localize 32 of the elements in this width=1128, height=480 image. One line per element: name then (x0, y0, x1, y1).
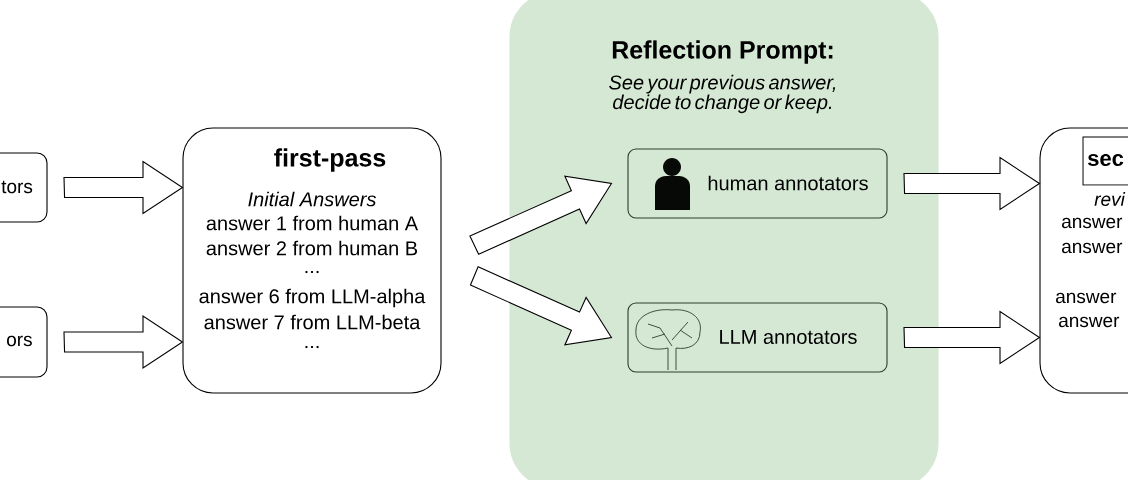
answer-box (1039, 127, 1128, 394)
text-line: answer (1062, 242, 1123, 254)
block-arrow (63, 160, 184, 215)
text-line: answer 1 from human A (206, 215, 419, 231)
text-line: ors (7, 335, 32, 347)
annotator-box (627, 148, 888, 219)
text-line: answer 7 from LLM-beta (204, 314, 421, 330)
text-line: answer (1056, 292, 1117, 304)
heading: Reflection Prompt: (612, 40, 833, 64)
text-line: answer 6 from LLM-alpha (199, 288, 426, 308)
annotator-box (627, 302, 888, 373)
block-arrow (903, 156, 1041, 211)
block-arrow (903, 310, 1041, 365)
subheading: Initial Answers (248, 191, 376, 207)
block-arrow (469, 266, 613, 346)
text-line: answer 2 from human B (206, 240, 418, 256)
text-line: ... (305, 345, 319, 349)
subheading: See your previous answer, decide to change or keep. (609, 74, 836, 114)
block-arrow (63, 315, 184, 370)
text-line: answer (1059, 316, 1120, 328)
heading: sec (1088, 153, 1124, 167)
heading: first-pass (274, 148, 386, 172)
text-line: tors (1, 180, 33, 194)
text-line: human annotators (708, 175, 868, 191)
block-arrow (469, 175, 613, 255)
text-line: answer (1062, 217, 1123, 229)
text-line: LLM annotators (720, 330, 857, 344)
text-line: ... (305, 270, 319, 274)
answer-box (182, 127, 442, 394)
subheading: revi (1094, 192, 1126, 206)
rounded-box (0, 152, 48, 223)
rounded-box (0, 306, 48, 378)
